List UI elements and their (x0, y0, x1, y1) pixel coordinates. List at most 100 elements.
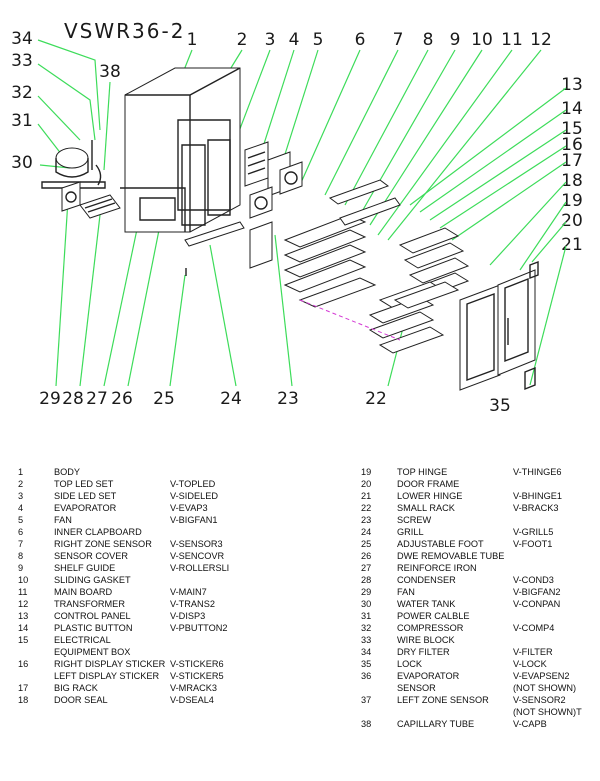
part-code: V-SIDELED (170, 491, 218, 501)
part-code: V-DISP3 (170, 611, 206, 621)
callout-20: 20 (561, 211, 583, 231)
part-code: V-COMP4 (513, 623, 555, 633)
part-name: TOP LED SET (54, 479, 114, 489)
callout-4: 4 (289, 30, 300, 50)
part-code: V-TRANS2 (170, 599, 215, 609)
callout-8: 8 (423, 30, 434, 50)
part-number: 28 (361, 575, 372, 585)
part-number: 21 (361, 491, 372, 501)
condenser-fan-drawing (61, 181, 121, 219)
callout-38: 38 (99, 62, 121, 82)
evaporator-fans-drawing (244, 141, 303, 269)
callout-1: 1 (187, 30, 198, 50)
part-number: 5 (18, 515, 24, 525)
part-name: FAN (54, 515, 72, 525)
part-code: V-BRACK3 (513, 503, 559, 513)
part-code: V-STICKER5 (170, 671, 224, 681)
part-name: SENSOR COVER (54, 551, 129, 561)
part-name: BODY (54, 467, 81, 477)
part-name: SLIDING GASKET (54, 575, 131, 585)
part-number: 18 (18, 695, 29, 705)
callout-9: 9 (450, 30, 461, 50)
callout-6: 6 (355, 30, 366, 50)
part-name: LOWER HINGE (397, 491, 463, 501)
part-name: WIRE BLOCK (397, 635, 455, 645)
part-number: 8 (18, 551, 24, 561)
part-name: LOCK (397, 659, 423, 669)
part-name: DOOR SEAL (54, 695, 108, 705)
compressor-assembly-drawing (41, 140, 106, 189)
part-name: LEFT ZONE SENSOR (397, 695, 489, 705)
callout-17: 17 (561, 151, 583, 171)
part-code: (NOT SHOWN) (513, 683, 577, 693)
callout-7: 7 (393, 30, 404, 50)
callout-10: 10 (471, 30, 493, 50)
part-number: 13 (18, 611, 29, 621)
part-name: EVAPORATOR (54, 503, 117, 513)
part-name: SHELF GUIDE (54, 563, 116, 573)
part-name: DOOR FRAME (397, 479, 460, 489)
part-name: ELECTRICAL (54, 635, 111, 645)
leader-lines (37, 39, 567, 387)
part-number: 26 (361, 551, 372, 561)
part-code: V-SENSOR3 (170, 539, 223, 549)
part-number: 30 (361, 599, 372, 609)
part-code: V-LOCK (513, 659, 547, 669)
part-number: 16 (18, 659, 29, 669)
part-number: 2 (18, 479, 24, 489)
callout-32: 32 (11, 83, 33, 103)
model-title: VSWR36-2 (64, 19, 185, 43)
part-name: REINFORCE IRON (397, 563, 477, 573)
part-name: FAN (397, 587, 415, 597)
callout-2: 2 (237, 30, 248, 50)
small-racks-drawing (299, 227, 470, 354)
part-number: 23 (361, 515, 372, 525)
part-number: 25 (361, 539, 372, 549)
part-name: PLASTIC BUTTON (54, 623, 133, 633)
part-number: 1 (18, 467, 24, 477)
part-number: 31 (361, 611, 372, 621)
doors-drawing (459, 260, 539, 391)
part-number: 24 (361, 527, 372, 537)
part-name: DWE REMOVABLE TUBE (397, 551, 505, 561)
part-number: 36 (361, 671, 372, 681)
part-code: V-SENCOVR (170, 551, 225, 561)
part-code: V-PBUTTON2 (170, 623, 228, 633)
part-name: SIDE LED SET (54, 491, 117, 501)
part-number: 10 (18, 575, 29, 585)
part-number: 7 (18, 539, 24, 549)
callout-23: 23 (277, 389, 299, 409)
callout-33: 33 (11, 51, 33, 71)
callout-19: 19 (561, 191, 583, 211)
part-code: V-FOOT1 (513, 539, 553, 549)
part-code: V-FILTER (513, 647, 553, 657)
callout-16: 16 (561, 135, 583, 155)
part-code: V-BIGFAN2 (513, 587, 561, 597)
part-name: COMPRESSOR (397, 623, 464, 633)
part-name: RIGHT ZONE SENSOR (54, 539, 152, 549)
part-number: 4 (18, 503, 24, 513)
part-name: SENSOR (397, 683, 436, 693)
callout-5: 5 (313, 30, 324, 50)
part-number: 12 (18, 599, 29, 609)
part-code: V-BHINGE1 (513, 491, 563, 501)
callout-34: 34 (11, 29, 33, 49)
part-code: (NOT SHOWN)T (513, 707, 582, 717)
part-code: V-ROLLERSLI (170, 563, 230, 573)
part-code: V-BIGFAN1 (170, 515, 218, 525)
part-code: V-STICKER6 (170, 659, 224, 669)
part-name: TRANSFORMER (54, 599, 125, 609)
part-name: SCREW (397, 515, 432, 525)
part-name: INNER CLAPBOARD (54, 527, 142, 537)
callout-12: 12 (530, 30, 552, 50)
callout-28: 28 (62, 389, 84, 409)
part-code: V-TOPLED (170, 479, 216, 489)
part-number: 14 (18, 623, 29, 633)
part-number: 27 (361, 563, 372, 573)
part-name: EVAPORATOR (397, 671, 460, 681)
part-code: V-MAIN7 (170, 587, 207, 597)
part-number: 19 (361, 467, 372, 477)
part-number: 34 (361, 647, 372, 657)
